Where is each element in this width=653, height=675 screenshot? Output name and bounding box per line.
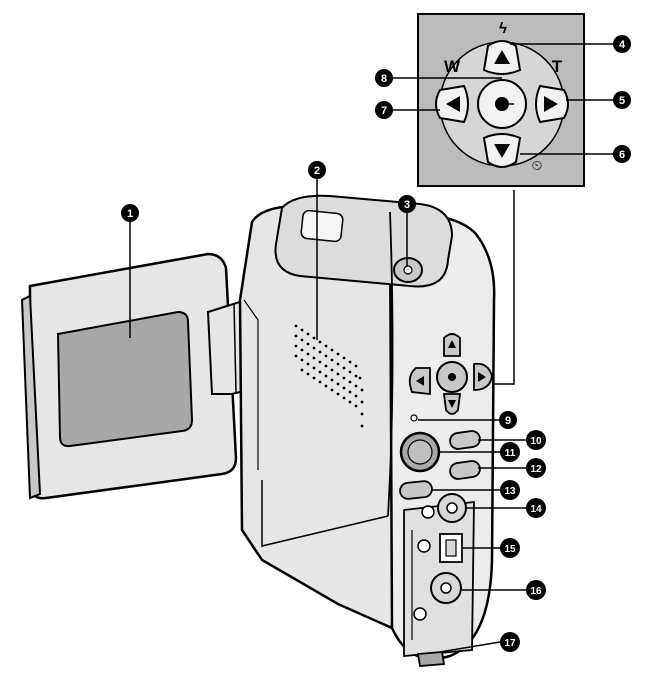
power-button-dot bbox=[403, 265, 413, 275]
callout-3-label: 3 bbox=[404, 199, 410, 211]
camera-body bbox=[238, 194, 496, 667]
camera-arrow-right-icon bbox=[478, 372, 486, 382]
callout-14: 14 bbox=[526, 498, 546, 518]
callout-16: 16 bbox=[526, 580, 546, 600]
top-window bbox=[300, 209, 344, 243]
speaker-grille bbox=[294, 324, 364, 428]
callout-5: 5 bbox=[613, 91, 631, 109]
callout-4: 4 bbox=[613, 35, 631, 53]
callout-13-label: 13 bbox=[504, 486, 516, 497]
callout-1: 1 bbox=[121, 204, 139, 222]
body-lower-seam bbox=[261, 480, 389, 547]
camera-center-dot-icon bbox=[448, 373, 456, 381]
body-seam-line bbox=[387, 211, 394, 517]
callout-2-label: 2 bbox=[314, 165, 320, 177]
callout-12-label: 12 bbox=[530, 464, 542, 475]
hinge-line bbox=[233, 303, 237, 393]
record-button-inner bbox=[407, 439, 433, 465]
small-jack-bottom bbox=[413, 607, 427, 621]
arrow-left-icon bbox=[446, 96, 460, 112]
small-jack-middle bbox=[417, 539, 431, 553]
callout-17: 17 bbox=[500, 632, 520, 652]
lcd-flip-panel bbox=[20, 252, 266, 500]
callout-11: 11 bbox=[500, 442, 520, 462]
flash-icon: ϟ bbox=[499, 20, 507, 37]
callout-4-label: 4 bbox=[619, 39, 626, 51]
callout-16-label: 16 bbox=[530, 586, 542, 597]
mode-button bbox=[449, 430, 481, 450]
callout-13: 13 bbox=[500, 480, 520, 500]
dpad-inset: W T ϟ ⏲ bbox=[417, 13, 585, 187]
callout-9: 9 bbox=[499, 411, 517, 429]
lcd-screen bbox=[56, 310, 194, 448]
self-timer-icon: ⏲ bbox=[532, 157, 543, 173]
zoom-tele-label: T bbox=[552, 57, 563, 76]
callout-14-label: 14 bbox=[530, 504, 542, 515]
callout-17-label: 17 bbox=[504, 638, 516, 649]
small-jack-top bbox=[421, 505, 435, 519]
callout-3: 3 bbox=[398, 195, 416, 213]
callout-8: 8 bbox=[375, 69, 393, 87]
av-port bbox=[446, 502, 458, 514]
leader-17 bbox=[439, 641, 501, 653]
callout-12: 12 bbox=[526, 458, 546, 478]
status-led bbox=[410, 414, 418, 422]
arrow-up-icon bbox=[494, 50, 510, 64]
dc-port bbox=[440, 582, 452, 594]
body-top bbox=[274, 194, 454, 288]
callout-11-label: 11 bbox=[505, 448, 516, 459]
arrow-right-icon bbox=[544, 96, 558, 112]
callout-15-label: 15 bbox=[504, 544, 516, 555]
callout-9-label: 9 bbox=[505, 415, 511, 427]
callout-1-label: 1 bbox=[127, 208, 133, 220]
camera-arrow-up-icon bbox=[448, 340, 456, 348]
callout-5-label: 5 bbox=[619, 95, 625, 107]
callout-8-label: 8 bbox=[381, 73, 387, 85]
callout-2: 2 bbox=[308, 161, 326, 179]
camera-arrow-down-icon bbox=[448, 400, 456, 408]
callout-10-label: 10 bbox=[530, 436, 542, 447]
usb-port-inner bbox=[445, 539, 457, 557]
callout-7: 7 bbox=[375, 101, 393, 119]
lcd-panel-edge bbox=[20, 294, 42, 500]
arrow-down-icon bbox=[494, 144, 510, 158]
callout-6: 6 bbox=[613, 145, 631, 163]
callout-6-label: 6 bbox=[619, 149, 625, 161]
callout-7-label: 7 bbox=[381, 105, 387, 117]
camera-dpad bbox=[408, 333, 493, 415]
callout-15: 15 bbox=[500, 538, 520, 558]
body-hinge-seam bbox=[243, 299, 259, 470]
callout-10: 10 bbox=[526, 430, 546, 450]
battery-latch bbox=[416, 651, 446, 667]
callout-leaders bbox=[129, 43, 614, 653]
display-button bbox=[399, 480, 433, 500]
zoom-wide-label: W bbox=[444, 57, 461, 76]
camera-arrow-left-icon bbox=[416, 376, 424, 386]
